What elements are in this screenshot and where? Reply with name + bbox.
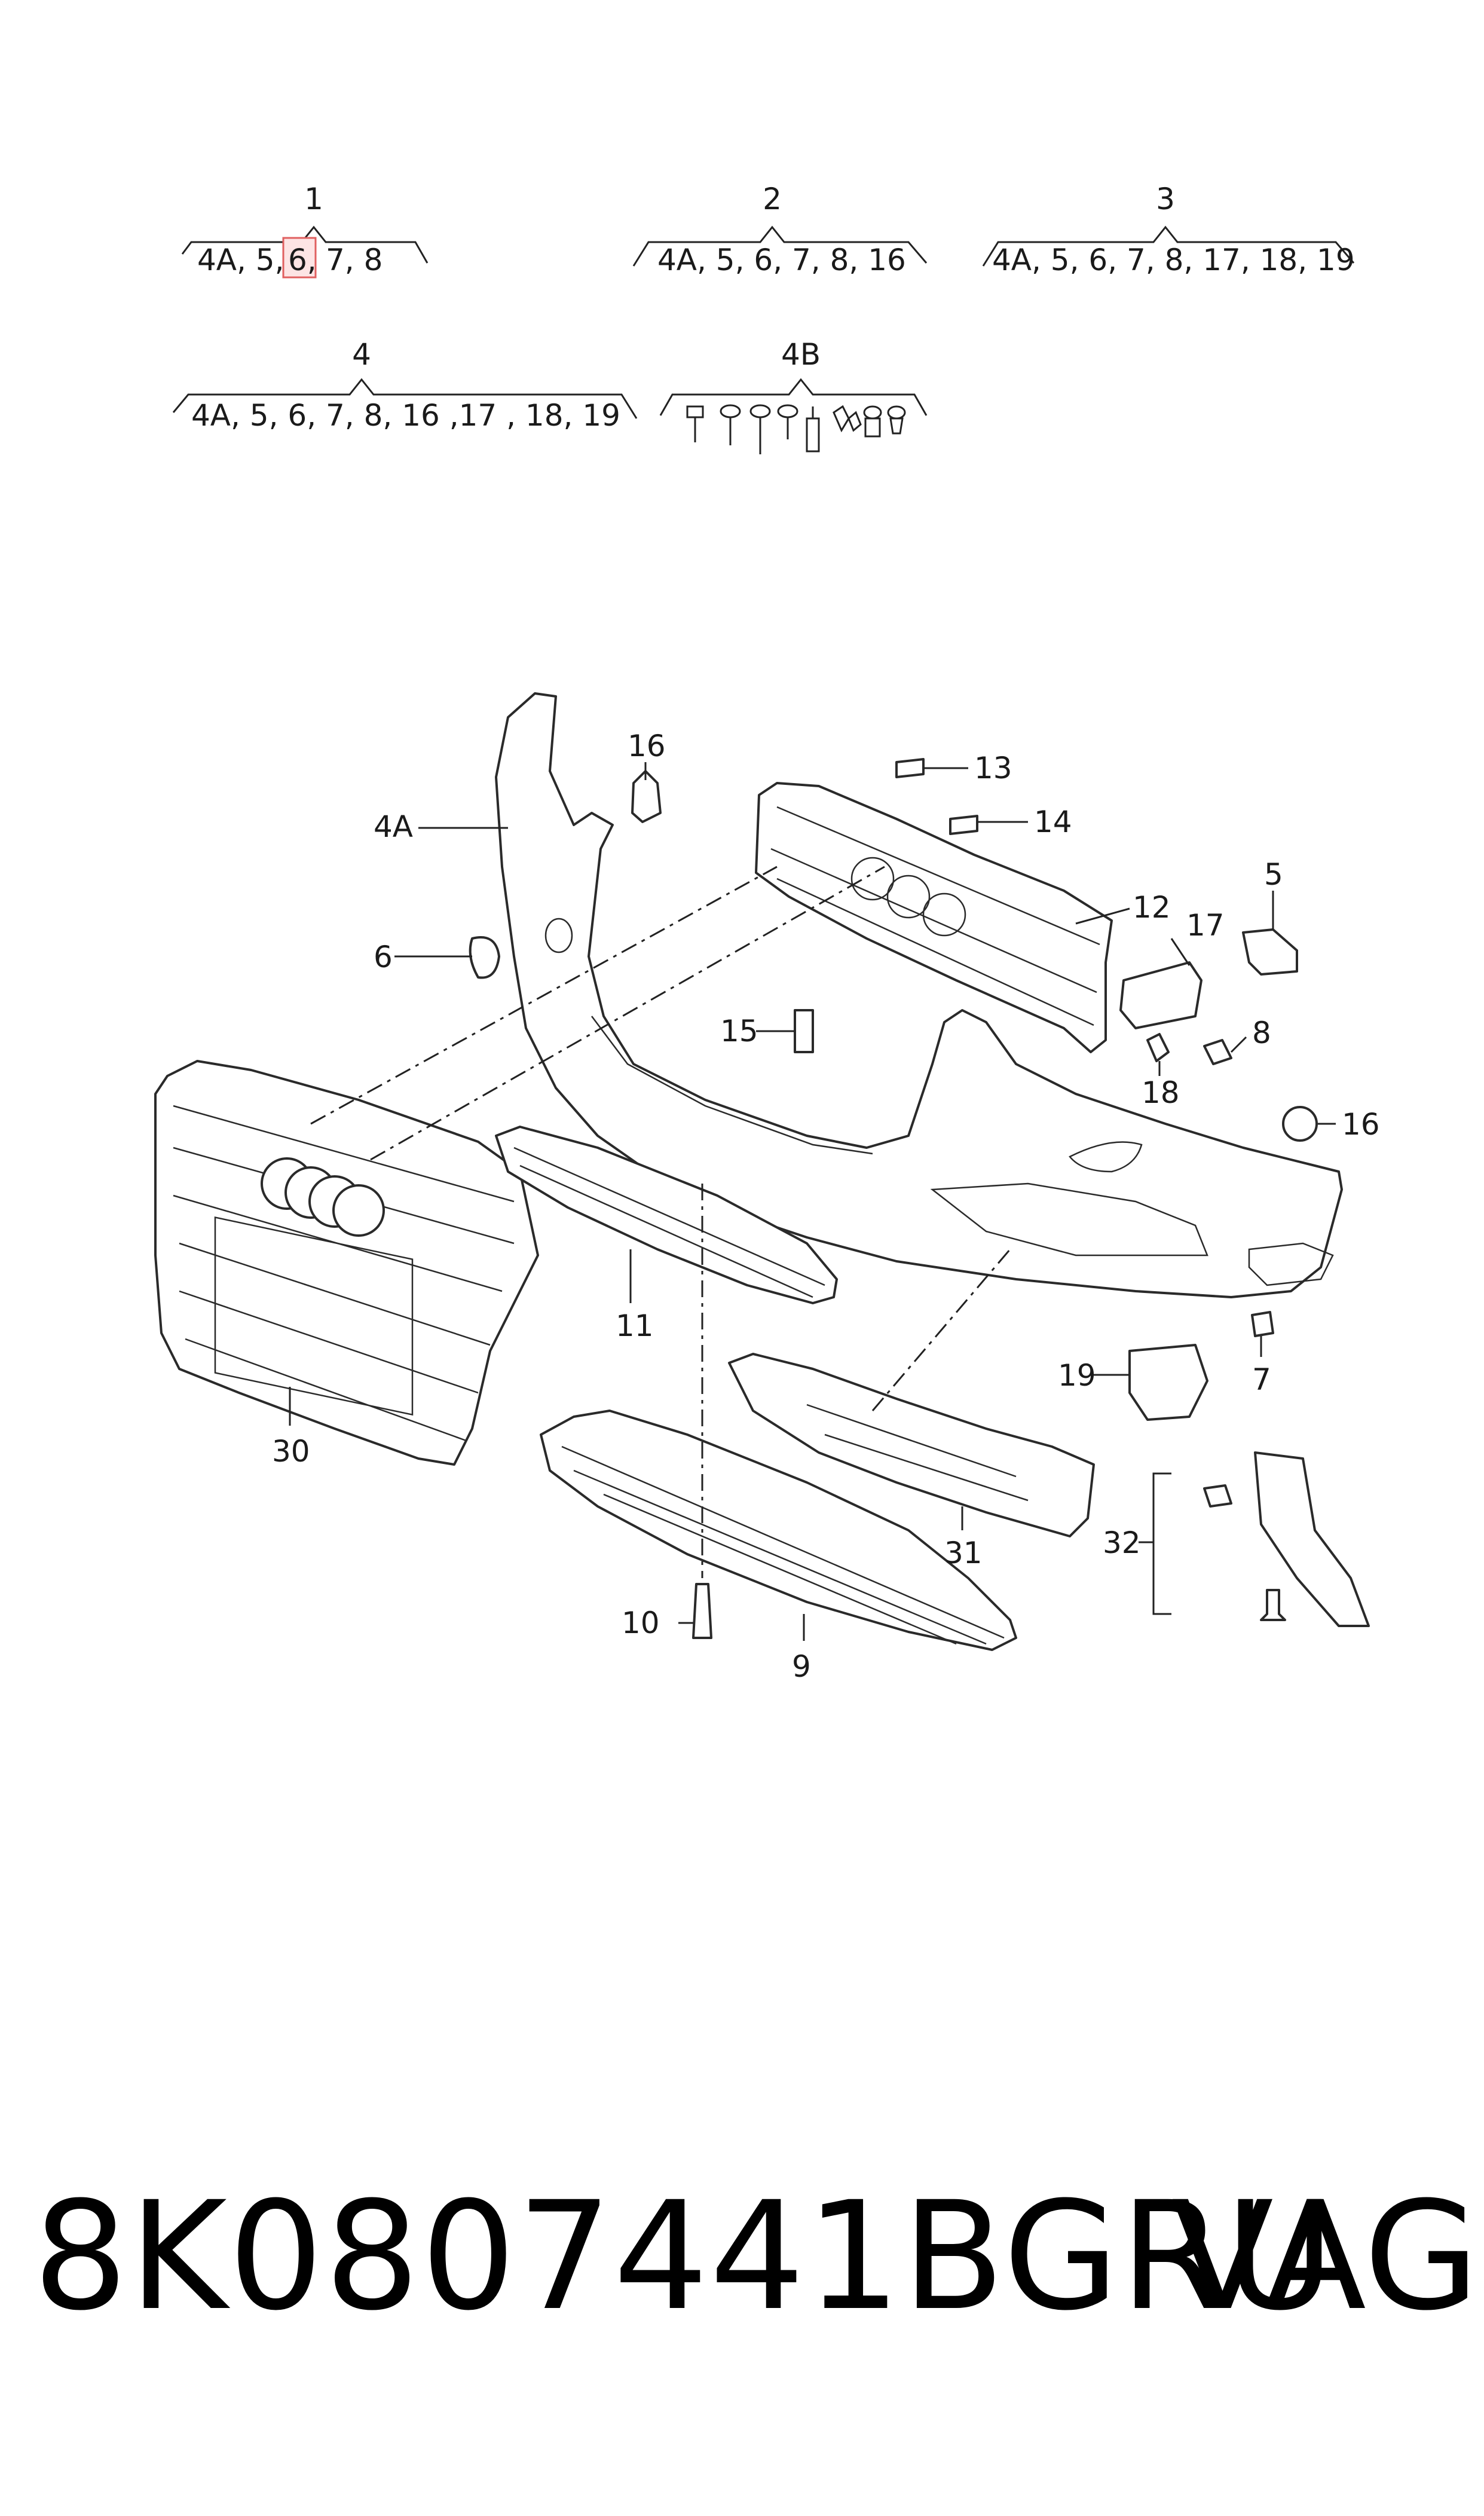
group-4-items: 4A, 5, 6, 7, 8, 16 ,17 , 18, 19 — [191, 398, 620, 433]
lower-grille — [495, 1126, 838, 1304]
nut-32 — [1203, 1484, 1232, 1508]
callout-5: 5 — [1264, 857, 1283, 892]
mounting-hole — [544, 918, 573, 953]
clip-7 — [1251, 1311, 1274, 1337]
cap-6 — [469, 936, 500, 979]
nut-16-right — [1282, 1106, 1318, 1142]
callout-16-right: 16 — [1342, 1107, 1380, 1142]
center-bracket — [755, 782, 1113, 1053]
callout-labels: 4A 16 13 14 12 17 5 6 15 8 18 16 11 30 1… — [272, 729, 1380, 1684]
screw-32 — [1260, 1589, 1286, 1621]
clip-18 — [1146, 1033, 1170, 1062]
washer-cap-19 — [1128, 1344, 1208, 1421]
underbody-panel — [540, 1410, 1017, 1651]
mount-bracket-32 — [1254, 1451, 1370, 1627]
side-grille — [728, 1353, 1095, 1537]
clip-icon — [833, 405, 862, 433]
callout-4a: 4A — [374, 809, 413, 844]
callout-13: 13 — [974, 751, 1012, 785]
group-4-id: 4 — [352, 337, 371, 372]
group-1-part-c: 7, 8 — [326, 243, 383, 277]
group-3-id: 3 — [1156, 182, 1175, 216]
group-1-highlight-box — [282, 237, 317, 279]
group-1-part-a: 4A, 5, — [197, 243, 284, 277]
small-parts — [469, 758, 1370, 1639]
group-4b-id: 4B — [781, 337, 821, 372]
clip-5 — [1242, 928, 1298, 976]
callout-12: 12 — [1133, 890, 1171, 925]
fastener-icons — [686, 404, 906, 454]
group-2: 2 4A, 5, 6, 7, 8, 16 — [632, 182, 928, 277]
callout-11: 11 — [616, 1309, 654, 1343]
clip-icon — [887, 405, 906, 435]
callout-30: 30 — [272, 1434, 310, 1469]
callout-10: 10 — [622, 1606, 660, 1640]
screw-10 — [692, 1583, 712, 1639]
group-3-items: 4A, 5, 6, 7, 8, 17, 18, 19 — [992, 243, 1355, 277]
front-grille — [154, 1060, 539, 1466]
brand-name: VAG — [1171, 2169, 1480, 2343]
callout-14: 14 — [1034, 805, 1072, 839]
callout-18: 18 — [1142, 1075, 1180, 1110]
group-2-id: 2 — [763, 182, 782, 216]
rivet-icon — [806, 406, 820, 453]
callout-6: 6 — [374, 940, 393, 974]
group-1-id: 1 — [304, 182, 323, 216]
group-1: 1 4A, 5, 6, 7, 8 — [181, 182, 429, 279]
callout-8: 8 — [1252, 1016, 1271, 1050]
screw-icon — [777, 404, 798, 439]
callout-9: 9 — [792, 1649, 811, 1684]
group-4b: 4B — [659, 337, 928, 454]
assembly-lines — [310, 866, 1011, 1578]
group-1-part-b: 6, — [288, 243, 317, 277]
bolt-icon — [686, 405, 704, 442]
group-3: 3 4A, 5, 6, 7, 8, 17, 18, 19 — [982, 182, 1355, 277]
group-2-items: 4A, 5, 6, 7, 8, 16 — [657, 243, 906, 277]
screw-13 — [895, 758, 925, 778]
logo-rings — [261, 1157, 385, 1237]
callout-32: 32 — [1103, 1526, 1141, 1560]
leader-lines — [289, 762, 1336, 1641]
callout-31: 31 — [944, 1536, 983, 1570]
screw-icon — [720, 404, 741, 445]
lower-intake-opening — [930, 1182, 1208, 1257]
washer-cover-opening — [1069, 1141, 1143, 1173]
sensor-bracket-17 — [1119, 961, 1203, 1029]
part-number: 8K0807441BGRU — [33, 2169, 1336, 2343]
nut-8 — [1203, 1039, 1232, 1065]
corner-bracket — [1248, 1242, 1334, 1286]
callout-16-top: 16 — [628, 729, 666, 763]
sensor-holder-15 — [794, 1009, 814, 1053]
callout-7: 7 — [1252, 1362, 1271, 1397]
screw-14 — [949, 815, 978, 835]
callout-15: 15 — [720, 1014, 758, 1048]
callout-19: 19 — [1058, 1358, 1096, 1393]
group-4: 4 4A, 5, 6, 7, 8, 16 ,17 , 18, 19 — [172, 337, 638, 433]
nut-icon — [863, 405, 882, 438]
callout-17: 17 — [1186, 908, 1225, 943]
screw-icon — [749, 404, 771, 454]
